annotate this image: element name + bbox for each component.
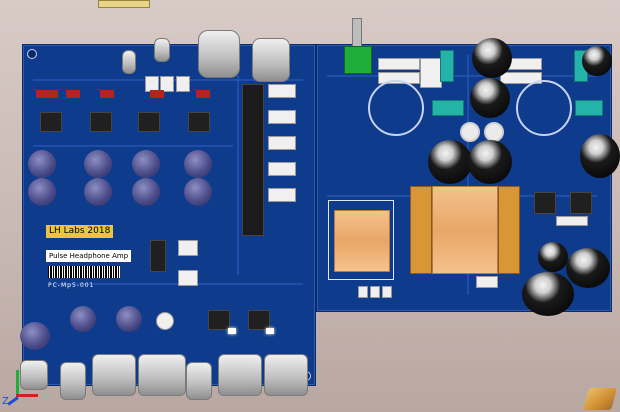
xlr-connector[interactable] (60, 362, 86, 400)
filter-capacitor (28, 150, 56, 178)
barcode (48, 266, 120, 278)
filter-capacitor (84, 178, 112, 206)
xyz-axis-icon[interactable] (2, 360, 42, 410)
filter-capacitor (84, 150, 112, 178)
tube-socket (368, 80, 424, 136)
axis-z-label: Z (2, 396, 9, 407)
white-header (160, 76, 174, 92)
xlr-connector[interactable] (218, 354, 262, 396)
xlr-connector[interactable] (92, 354, 136, 396)
filter-capacitor (184, 150, 212, 178)
view-cube-icon[interactable] (583, 388, 617, 410)
electrolytic-capacitor (522, 272, 574, 316)
teal-relay (440, 50, 454, 82)
electrolytic-capacitor (580, 134, 620, 178)
floating-component (98, 0, 150, 8)
electrolytic-capacitor (470, 78, 510, 118)
electrolytic-capacitor (566, 248, 610, 288)
transformer-core-right (498, 186, 520, 274)
electrolytic-capacitor (472, 38, 512, 78)
white-header (176, 76, 190, 92)
output-capacitor (70, 306, 96, 332)
opamp-ic (138, 112, 160, 132)
xlr-connector[interactable] (264, 354, 308, 396)
xlr-connector[interactable] (186, 362, 212, 400)
side-connector[interactable] (20, 360, 48, 390)
opamp-ic (188, 112, 210, 132)
opamp-ic (40, 112, 62, 132)
xlr-connector[interactable] (138, 354, 186, 396)
output-capacitor (116, 306, 142, 332)
electrolytic-capacitor (428, 140, 472, 184)
filter-capacitor (184, 178, 212, 206)
transformer-large (432, 186, 498, 274)
output-capacitor (20, 322, 50, 350)
brand-silkscreen-label: LH Labs 2018 (46, 225, 114, 238)
transformer-core-left (410, 186, 432, 274)
volume-pot-housing[interactable] (252, 38, 290, 82)
opamp-ic (90, 112, 112, 132)
electrolytic-capacitor (468, 140, 512, 184)
filter-capacitor (28, 178, 56, 206)
tube-socket (516, 80, 572, 136)
barcode-text: PC-Mp5-001 (48, 282, 95, 289)
electrolytic-capacitor (582, 46, 612, 76)
product-label: Pulse Headphone Amp (46, 250, 132, 262)
potentiometer[interactable] (344, 46, 372, 74)
power-jack[interactable] (122, 50, 136, 74)
electrolytic-capacitor (538, 242, 568, 272)
headphone-jack-large[interactable] (198, 30, 240, 78)
headphone-jack-small[interactable] (154, 38, 170, 62)
filter-capacitor (132, 178, 160, 206)
transformer-small (334, 210, 390, 272)
filter-capacitor (132, 150, 160, 178)
